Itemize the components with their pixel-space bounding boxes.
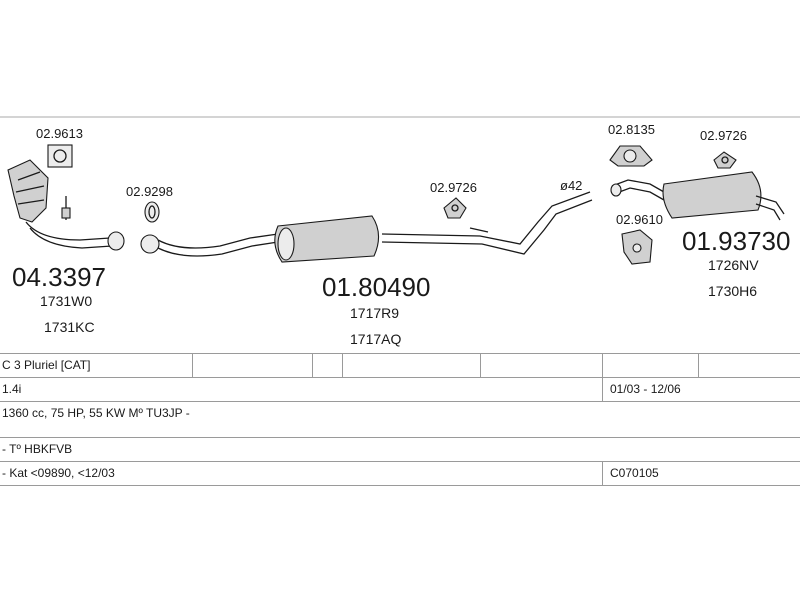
spec-row: C 3 Pluriel [CAT] bbox=[0, 353, 800, 377]
spec-model: C 3 Pluriel [CAT] bbox=[2, 358, 91, 372]
rear-silencer-part bbox=[610, 171, 785, 221]
middle-silencer-part bbox=[140, 191, 593, 263]
front-oe-1: 1731W0 bbox=[40, 293, 92, 309]
spec-engine: 1.4i bbox=[2, 382, 22, 396]
catalytic-converter-part bbox=[7, 159, 125, 251]
ref-02-8135: 02.8135 bbox=[608, 122, 655, 137]
rear-oe-2: 1730H6 bbox=[708, 283, 757, 299]
hanger-part bbox=[443, 197, 467, 219]
spec-row: 1360 cc, 75 HP, 55 KW Mº TU3JP - bbox=[0, 401, 800, 425]
middle-oe-1: 1717R9 bbox=[350, 305, 399, 321]
ref-02-9726-right: 02.9726 bbox=[700, 128, 747, 143]
front-part-number: 04.3397 bbox=[12, 262, 106, 292]
pipe-diameter: ø42 bbox=[560, 178, 582, 193]
vehicle-spec-table: C 3 Pluriel [CAT] 1.4i 01/03 - 12/06 136… bbox=[0, 353, 800, 486]
spec-type: - Tº HBKFVB bbox=[2, 442, 73, 456]
middle-oe-2: 1717AQ bbox=[350, 331, 401, 347]
ref-02-9726-mid: 02.9726 bbox=[430, 180, 477, 195]
spec-power: 1360 cc, 75 HP, 55 KW Mº TU3JP - bbox=[2, 406, 190, 420]
spec-code: C070105 bbox=[610, 466, 659, 480]
spec-date-range: 01/03 - 12/06 bbox=[610, 382, 681, 396]
gasket-part bbox=[47, 144, 73, 168]
ref-02-9610: 02.9610 bbox=[616, 212, 663, 227]
spec-kat: - Kat <09890, <12/03 bbox=[2, 466, 115, 480]
rubber-mount-part bbox=[609, 145, 653, 167]
spec-row: - Tº HBKFVB bbox=[0, 437, 800, 461]
rear-oe-1: 1726NV bbox=[708, 257, 759, 273]
rear-part-number: 01.93730 bbox=[682, 226, 790, 256]
hanger-right-part bbox=[713, 151, 737, 169]
front-oe-2: 1731KC bbox=[44, 319, 95, 335]
middle-part-number: 01.80490 bbox=[322, 272, 430, 302]
ref-02-9298: 02.9298 bbox=[126, 184, 173, 199]
ref-02-9613: 02.9613 bbox=[36, 126, 83, 141]
exhaust-diagram: 02.9613 02.9298 02.9726 02.8135 02.9726 … bbox=[0, 116, 800, 347]
bracket-part bbox=[621, 229, 653, 265]
spec-row: - Kat <09890, <12/03 C070105 bbox=[0, 461, 800, 486]
spec-row: 1.4i 01/03 - 12/06 bbox=[0, 377, 800, 401]
ring-gasket-part bbox=[144, 201, 160, 223]
